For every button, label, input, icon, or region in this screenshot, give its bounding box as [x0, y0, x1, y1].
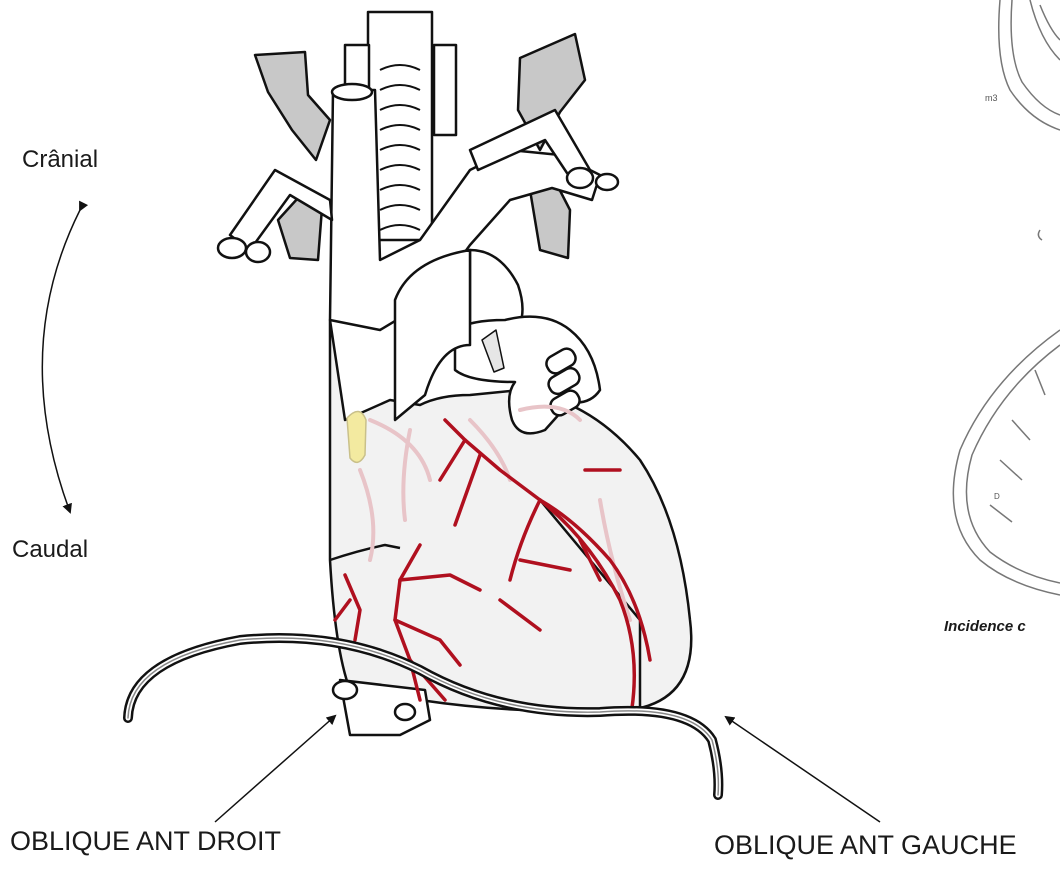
caudal-label: Caudal: [12, 536, 88, 564]
inset-label-m3: m3: [985, 93, 998, 103]
incidence-caption: Incidence c: [944, 618, 1026, 635]
inset-coronary-engraving: [953, 0, 1060, 595]
arrow-icon: [215, 716, 335, 822]
left-upper-grey-vessel: [255, 52, 330, 160]
oblique-ant-gauche-label: OBLIQUE ANT GAUCHE: [714, 830, 1017, 861]
sinus-node: [347, 411, 366, 462]
oblique-ant-droit-label: OBLIQUE ANT DROIT: [10, 826, 281, 857]
curved-double-arrow-icon: [42, 210, 80, 512]
arrow-icon: [726, 717, 880, 822]
inset-label-d: D: [994, 492, 1000, 501]
cranial-label: Crânial: [22, 146, 98, 174]
